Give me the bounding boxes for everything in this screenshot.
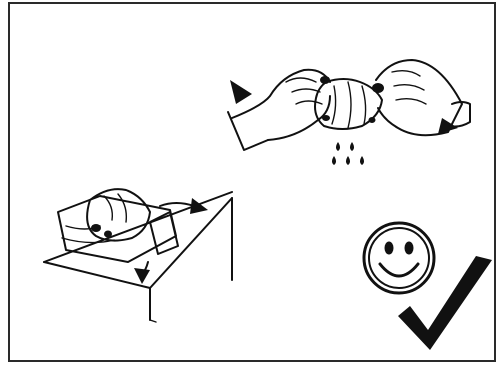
wipe-on-towel-icon: [44, 189, 232, 322]
wringing-hands-icon: [228, 60, 470, 165]
smiley-face-icon: [364, 223, 434, 293]
